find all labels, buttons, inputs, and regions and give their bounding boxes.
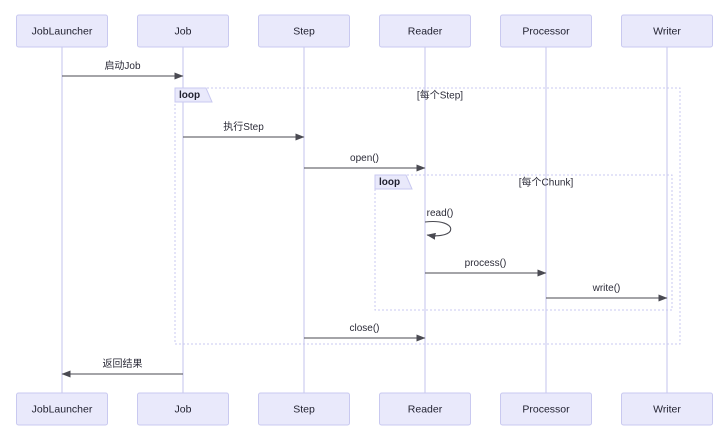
participant-box-processor-bottom[interactable] [500, 392, 592, 426]
participant-label-reader-top: Reader [408, 25, 443, 37]
lifelines-group [61, 47, 668, 393]
message-label-open: open() [350, 153, 379, 164]
participant-box-joblauncher-top[interactable] [16, 14, 108, 48]
fragment-condition-inner-loop: [每个Chunk] [519, 176, 574, 189]
loop-fragments-group: loop [每个Step] loop [每个Chunk] [174, 87, 681, 345]
message-start-job: 启动Job [62, 59, 184, 80]
fragment-border-outer-loop [174, 87, 681, 345]
message-process: process() [425, 258, 547, 277]
message-label-read: read() [427, 208, 454, 219]
participants-bottom-group: JobLauncher Job Step Reader Processor Writer [16, 392, 713, 426]
message-label-process: process() [465, 258, 507, 269]
participant-processor-bottom[interactable]: Processor [500, 392, 592, 426]
participant-joblauncher-bottom[interactable]: JobLauncher [16, 392, 108, 426]
participant-reader-bottom[interactable]: Reader [379, 392, 471, 426]
message-close: close() [304, 323, 426, 342]
participant-label-job-top: Job [175, 25, 192, 37]
participant-step-bottom[interactable]: Step [258, 392, 350, 426]
fragment-tab-inner-loop [374, 174, 413, 190]
message-open: open() [304, 153, 426, 172]
participant-box-processor-top[interactable] [500, 14, 592, 48]
participant-box-joblauncher-bottom[interactable] [16, 392, 108, 426]
fragment-tab-outer-loop [174, 87, 213, 103]
participant-joblauncher-top[interactable]: JobLauncher [16, 14, 108, 48]
participant-box-reader-top[interactable] [379, 14, 471, 48]
participant-reader-top[interactable]: Reader [379, 14, 471, 48]
participant-box-writer-top[interactable] [621, 14, 713, 48]
message-label-close: close() [349, 323, 379, 334]
message-execute-step: 执行Step [183, 120, 305, 141]
participant-label-writer-bottom: Writer [653, 403, 681, 415]
participant-processor-top[interactable]: Processor [500, 14, 592, 48]
participants-top-group: JobLauncher Job Step Reader Processor Writer [16, 14, 713, 48]
participant-label-processor-top: Processor [522, 25, 570, 37]
fragment-tab-label-inner-loop: loop [379, 177, 400, 188]
message-write: write() [546, 283, 668, 302]
participant-box-writer-bottom[interactable] [621, 392, 713, 426]
participant-box-step-top[interactable] [258, 14, 350, 48]
message-label-execute-step: 执行Step [223, 120, 264, 133]
participant-job-bottom[interactable]: Job [137, 392, 229, 426]
message-label-return-result: 返回结果 [103, 357, 143, 370]
fragment-condition-outer-loop: [每个Step] [417, 89, 463, 102]
fragment-inner-loop: loop [每个Chunk] [374, 174, 673, 311]
participant-box-step-bottom[interactable] [258, 392, 350, 426]
participant-label-reader-bottom: Reader [408, 403, 443, 415]
participant-label-processor-bottom: Processor [522, 403, 570, 415]
participant-label-step-top: Step [293, 25, 315, 37]
participant-job-top[interactable]: Job [137, 14, 229, 48]
message-arrow-read [424, 220, 452, 240]
participant-box-job-bottom[interactable] [137, 392, 229, 426]
participant-step-top[interactable]: Step [258, 14, 350, 48]
participant-box-job-top[interactable] [137, 14, 229, 48]
fragment-border-inner-loop [374, 174, 673, 311]
participant-label-joblauncher-top: JobLauncher [32, 25, 93, 37]
messages-group: 启动Job 执行Step open() read() process() write() c… [61, 59, 668, 378]
participant-writer-bottom[interactable]: Writer [621, 392, 713, 426]
message-label-start-job: 启动Job [104, 59, 141, 72]
participant-label-joblauncher-bottom: JobLauncher [32, 403, 93, 415]
fragment-outer-loop: loop [每个Step] [174, 87, 681, 345]
fragment-tab-label-outer-loop: loop [179, 90, 200, 101]
message-label-write: write() [592, 283, 621, 294]
participant-writer-top[interactable]: Writer [621, 14, 713, 48]
message-read: read() [424, 208, 454, 240]
participant-label-step-bottom: Step [293, 403, 315, 415]
message-return-result: 返回结果 [61, 357, 183, 378]
participant-box-reader-bottom[interactable] [379, 392, 471, 426]
participant-label-writer-top: Writer [653, 25, 681, 37]
participant-label-job-bottom: Job [175, 403, 192, 415]
